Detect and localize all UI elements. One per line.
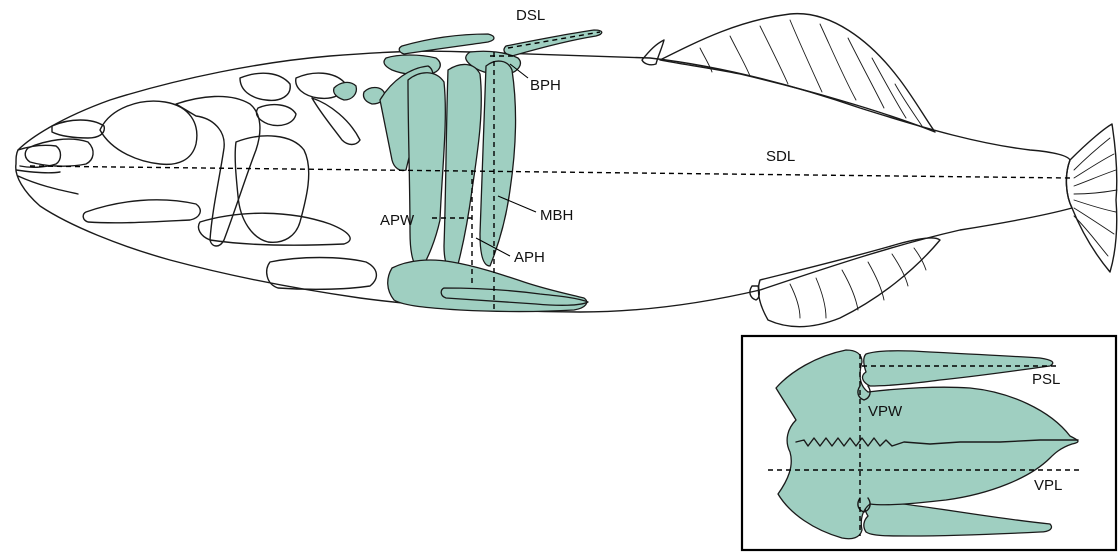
dorsal-fin: [660, 14, 935, 132]
preopercle: [176, 96, 260, 246]
cleithrum-upper: [312, 98, 360, 145]
label-dsl: DSL: [516, 7, 545, 24]
interopercle: [83, 200, 200, 223]
label-bph: BPH: [530, 77, 561, 94]
suborbital: [25, 139, 93, 166]
caudal-fin: [1066, 124, 1116, 272]
nasal-bone: [52, 120, 104, 138]
pelvic-apparatus: [334, 30, 602, 312]
label-vpw: VPW: [868, 403, 903, 420]
small-bone-a: [334, 82, 357, 100]
label-sdl: SDL: [766, 148, 795, 165]
label-psl: PSL: [1032, 371, 1060, 388]
opercle: [235, 136, 309, 242]
caudal-fin-rays: [1074, 138, 1117, 256]
label-vpl: VPL: [1034, 477, 1062, 494]
dorsal-spine: [642, 40, 664, 65]
label-apw: APW: [380, 212, 415, 229]
label-mbh: MBH: [540, 207, 573, 224]
dorsal-spine-right: [504, 30, 602, 56]
inset-panel: PSL VPW VPL: [742, 336, 1116, 550]
cleithrum-ventral: [267, 258, 377, 290]
anal-fin: [758, 238, 940, 327]
posttemporal: [240, 73, 290, 100]
pelvic-wing-right: [480, 61, 516, 266]
skull-eye: [100, 101, 197, 164]
label-aph: APH: [514, 249, 545, 266]
subopercle: [198, 213, 350, 245]
pelvic-wing-middle: [444, 64, 481, 272]
supracleithrum-small: [256, 105, 296, 126]
sdl-line: [30, 166, 1070, 178]
fish-drawing: [16, 14, 1117, 327]
